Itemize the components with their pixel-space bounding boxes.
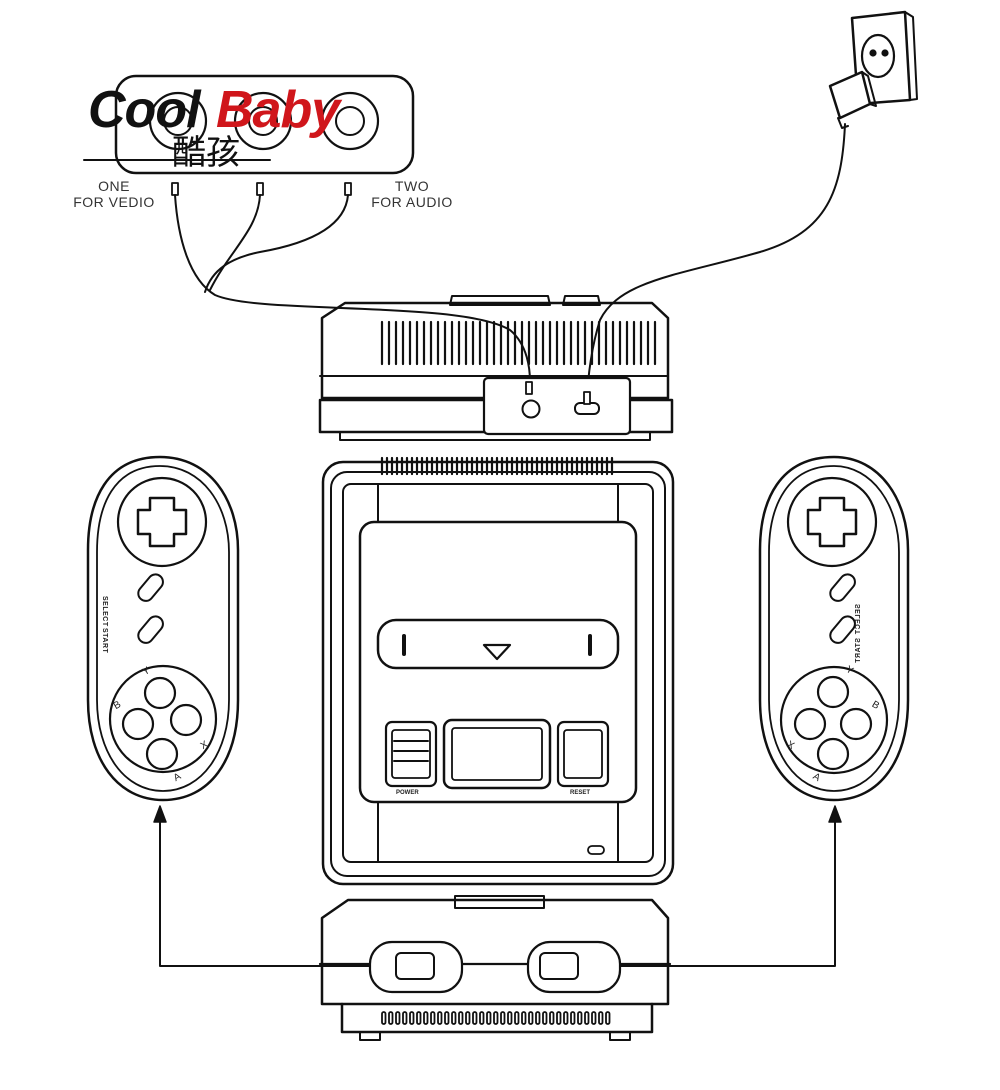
- power-cable: [587, 124, 845, 398]
- right-connection-arrow: [620, 820, 835, 966]
- vent-slot: [578, 1012, 582, 1024]
- console-front: [320, 896, 670, 1040]
- left-start-label: START: [101, 628, 108, 654]
- brand-name-part2: Baby: [216, 81, 340, 139]
- vent-slot: [550, 1012, 554, 1024]
- vent-slot: [459, 1012, 463, 1024]
- av-cable: [175, 195, 530, 382]
- vent-slot: [592, 1012, 596, 1024]
- vent-slot: [424, 1012, 428, 1024]
- vent-slot: [452, 1012, 456, 1024]
- vent-slot: [480, 1012, 484, 1024]
- left-connection-arrow: [160, 820, 370, 966]
- av-label-right: TWO FOR AUDIO: [358, 178, 466, 210]
- av-label-left-line2: FOR VEDIO: [73, 194, 155, 210]
- right-select-label: SELECT: [855, 604, 862, 635]
- vent-slot: [403, 1012, 407, 1024]
- vent-slot: [473, 1012, 477, 1024]
- vent-slot: [396, 1012, 400, 1024]
- vent-slot: [417, 1012, 421, 1024]
- vent-slot: [501, 1012, 505, 1024]
- av-label-left: ONE FOR VEDIO: [60, 178, 168, 210]
- vent-slot: [599, 1012, 603, 1024]
- rca-plug-icon: [172, 183, 351, 195]
- vent-slot: [431, 1012, 435, 1024]
- vent-slot: [389, 1012, 393, 1024]
- brand-name-chinese: 酷孩: [172, 133, 240, 173]
- vent-slot: [445, 1012, 449, 1024]
- vent-slot: [536, 1012, 540, 1024]
- vent-slot: [438, 1012, 442, 1024]
- right-controller: [760, 457, 908, 800]
- console-main: [323, 458, 673, 884]
- vent-slot: [410, 1012, 414, 1024]
- av-box: [84, 76, 413, 173]
- vent-slot: [571, 1012, 575, 1024]
- vent-slot: [529, 1012, 533, 1024]
- left-select-label: SELECT: [101, 596, 108, 627]
- vent-slot: [564, 1012, 568, 1024]
- av-label-right-line2: FOR AUDIO: [371, 194, 453, 210]
- vent-slot: [487, 1012, 491, 1024]
- power-switch-label: POWER: [396, 790, 419, 796]
- vent-slot: [606, 1012, 610, 1024]
- vent-slot: [585, 1012, 589, 1024]
- power-plug-icon: [830, 72, 876, 128]
- av-label-left-line1: ONE: [98, 178, 130, 194]
- vent-slot: [382, 1012, 386, 1024]
- vent-slot: [508, 1012, 512, 1024]
- av-label-right-line1: TWO: [394, 178, 430, 194]
- brand-name-part1: Cool: [88, 81, 201, 139]
- left-controller: [88, 457, 238, 800]
- right-start-label: START: [855, 638, 862, 664]
- console-rear: [320, 296, 672, 440]
- reset-button-label: RESET: [570, 790, 591, 796]
- arrow-up-icon: [154, 806, 166, 822]
- vent-slot: [466, 1012, 470, 1024]
- arrow-up-icon: [829, 806, 841, 822]
- vent-slot: [557, 1012, 561, 1024]
- vent-slot: [515, 1012, 519, 1024]
- vent-slot: [543, 1012, 547, 1024]
- vent-slot: [494, 1012, 498, 1024]
- vent-slot: [522, 1012, 526, 1024]
